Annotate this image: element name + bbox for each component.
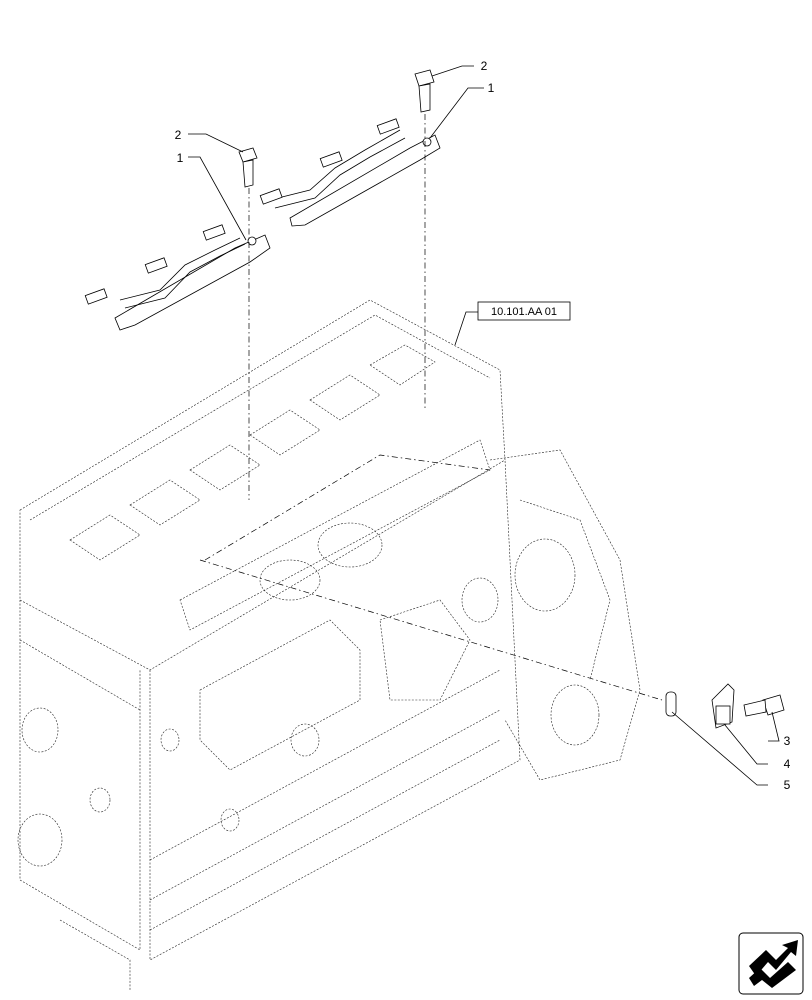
callout-3: 3: [784, 734, 791, 748]
callout-4: 4: [784, 757, 791, 771]
o-ring-seal: [665, 691, 677, 717]
callout-5: 5: [784, 778, 791, 792]
next-page-arrow-icon[interactable]: [738, 932, 804, 995]
reference-label: 10.101.AA 01: [491, 306, 557, 318]
wiring-harness-right: [259, 118, 441, 227]
engine-block-illustration: [17, 299, 641, 990]
speed-sensor: [711, 683, 735, 729]
sensor-bolt: [743, 694, 785, 717]
bolt-right: [414, 69, 435, 113]
bolt-left: [238, 147, 258, 188]
leader-lines: [188, 65, 780, 786]
callout-1-right: 1: [488, 81, 495, 95]
callout-2-left: 2: [175, 128, 182, 142]
callout-1-left: 1: [177, 151, 184, 165]
callout-2-right: 2: [481, 59, 488, 73]
reference-link[interactable]: 10.101.AA 01: [477, 301, 571, 321]
wiring-harness-left: [84, 224, 271, 331]
assembly-lines: [199, 114, 663, 701]
